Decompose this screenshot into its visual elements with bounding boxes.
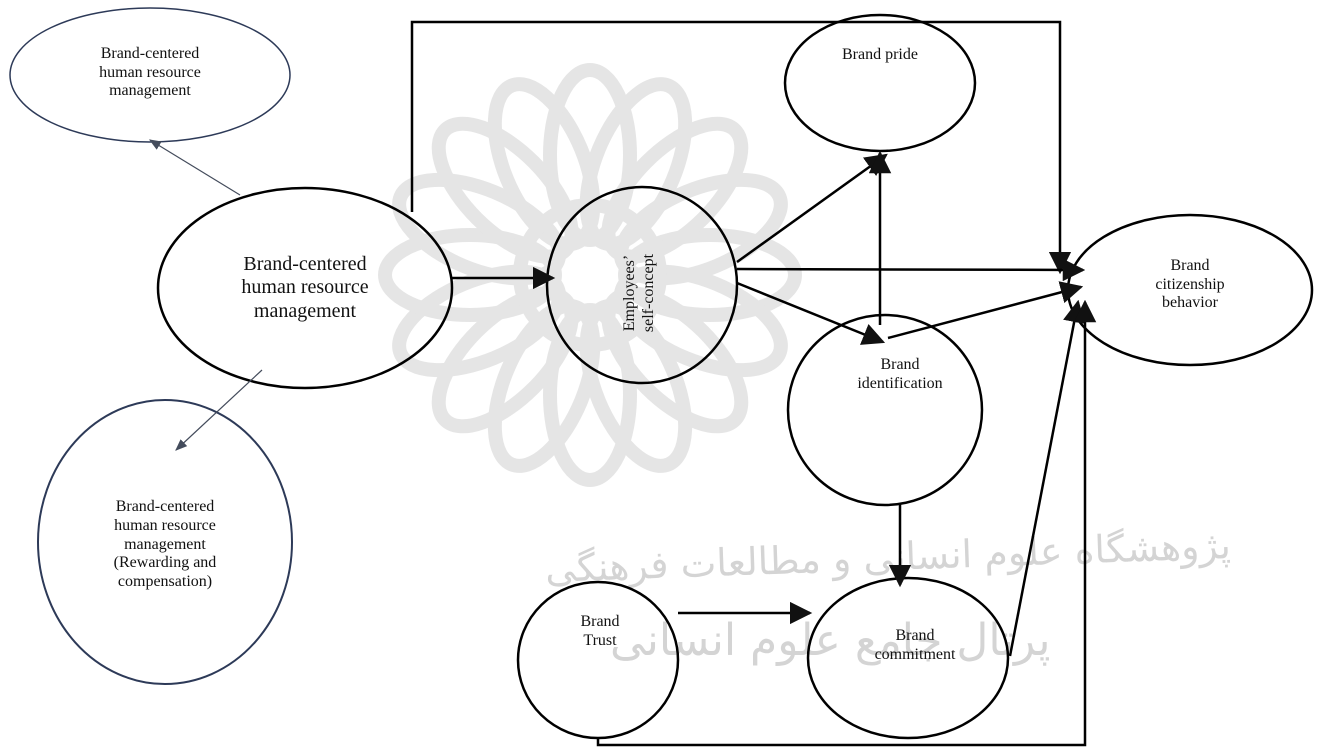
watermark-line-2: پرتال جامع علوم انسانی: [610, 615, 1051, 666]
label-self-concept: Employees’ self-concept: [621, 253, 657, 333]
node-hrm-bottom: [37, 399, 293, 685]
label-brand-commitment: Brand commitment: [874, 627, 956, 663]
edge-commitment-to-citizenship: [1008, 299, 1086, 657]
edge-hrm-main-to-hrm-top: [148, 139, 241, 196]
edge-self-concept-to-pride: [736, 153, 888, 264]
label-brand-identification: Brand identification: [857, 356, 943, 392]
label-hrm-bottom: Brand-centered human resource management…: [113, 497, 217, 591]
node-brand-identification: [786, 313, 984, 507]
edge-trust-to-citizenship-bottom-route: [596, 299, 1097, 747]
edge-identification-to-citizenship: [887, 281, 1084, 340]
node-brand-pride: [783, 13, 977, 153]
watermark-petal: [613, 172, 788, 286]
edge-hrm-main-to-citizenship-top-route: [410, 20, 1072, 275]
watermark-core: [513, 198, 667, 352]
label-hrm-main: Brand-centered human resource management: [241, 252, 369, 322]
node-hrm-main: [156, 186, 454, 390]
edge-hrm-main-to-hrm-bottom: [175, 369, 263, 451]
label-hrm-top: Brand-centered human resource management: [99, 44, 201, 100]
edge-self-concept-to-identification: [736, 281, 886, 345]
edge-self-concept-to-citizenship: [736, 258, 1086, 282]
label-brand-trust: Brand Trust: [580, 613, 620, 649]
label-brand-pride: Brand pride: [842, 45, 918, 63]
label-brand-citizenship: Brand citizenship behavior: [1155, 256, 1225, 312]
